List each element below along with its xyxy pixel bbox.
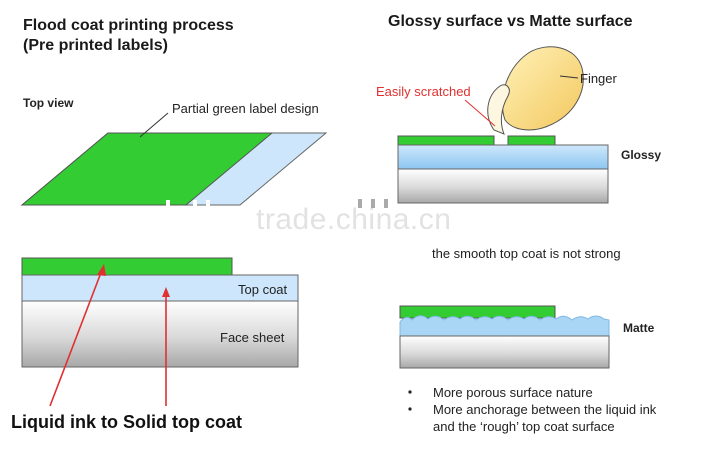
gap-mark	[206, 200, 210, 208]
gap-mark	[166, 200, 170, 208]
liquid-ink-arrow	[49, 269, 103, 407]
finger-pointer	[559, 75, 579, 79]
scan-mark	[384, 199, 388, 208]
top-coat-arrowhead	[162, 287, 170, 297]
top-view-label: Top view	[23, 96, 74, 110]
easily-scratched-label: Easily scratched	[376, 84, 471, 99]
label-design-pointer	[139, 112, 169, 138]
watermark-text: trade.china.cn	[256, 203, 452, 236]
matte-green-ink	[399, 305, 556, 319]
fingernail-shape	[487, 84, 510, 135]
cross-section-green-ink	[21, 257, 233, 276]
glossy-top-coat	[397, 144, 609, 170]
bullet-dot	[408, 407, 412, 411]
scan-mark	[358, 199, 362, 208]
glossy-green-ink-left	[397, 135, 495, 146]
matte-rough-top-coat	[399, 315, 610, 337]
liquid-ink-arrowhead	[97, 264, 106, 276]
glossy-label: Glossy	[621, 148, 662, 162]
matte-bullet-2: More anchorage between the liquid ink	[433, 402, 657, 417]
label-design-caption: Partial green label design	[172, 101, 319, 116]
cross-section-face-sheet	[21, 300, 299, 368]
scratched-pointer	[464, 99, 496, 127]
matte-bullet-1: More porous surface nature	[433, 385, 593, 400]
top-coat-label: Top coat	[238, 282, 288, 297]
matte-bullet-3: and the ‘rough’ top coat surface	[433, 419, 615, 434]
top-view-green-label	[20, 132, 274, 206]
matte-label: Matte	[623, 321, 655, 335]
left-title-line2: (Pre printed labels)	[23, 37, 168, 54]
finger-label: Finger	[580, 71, 617, 86]
liquid-to-solid-caption: Liquid ink to Solid top coat	[11, 412, 242, 432]
finger-shape	[501, 46, 584, 131]
scan-mark	[371, 199, 375, 208]
glossy-note: the smooth top coat is not strong	[432, 246, 621, 261]
matte-face-sheet	[399, 335, 610, 369]
left-title-line1: Flood coat printing process	[23, 17, 234, 34]
face-sheet-label: Face sheet	[220, 330, 285, 345]
gap-mark	[193, 200, 197, 208]
glossy-green-ink-right	[507, 135, 556, 146]
right-title: Glossy surface vs Matte surface	[388, 13, 633, 30]
glossy-face-sheet	[397, 168, 609, 204]
bullet-dot	[408, 390, 412, 394]
